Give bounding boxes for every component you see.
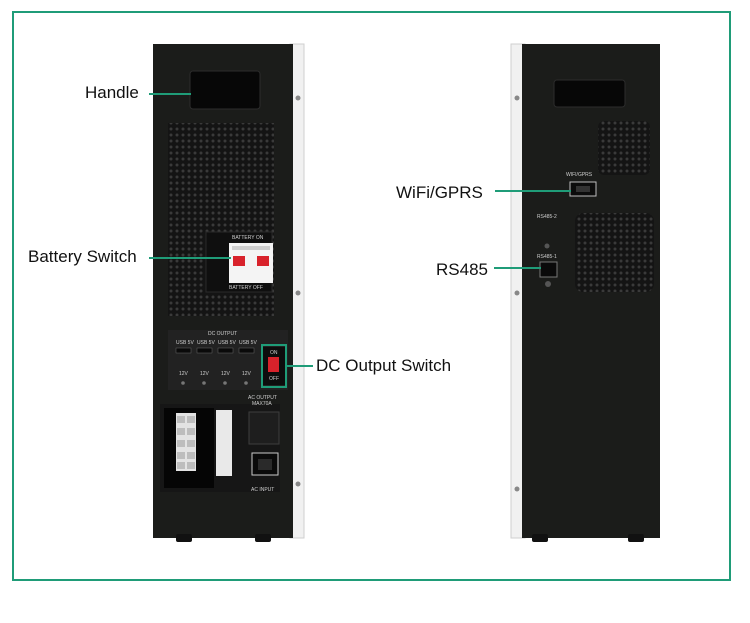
rs485-1-text: RS485-1 — [537, 254, 557, 260]
rear-upper-vent — [598, 121, 650, 175]
ac-output-max-text: MAX70A — [252, 401, 272, 407]
rs485-1-port — [539, 261, 558, 278]
v12-label-4: 12V — [242, 371, 251, 377]
on-text: ON — [270, 350, 278, 356]
off-text: OFF — [269, 376, 279, 382]
battery-switch-label: Battery Switch — [28, 247, 137, 266]
rs485-label: RS485 — [436, 260, 488, 279]
dc-output-switch-leader — [286, 365, 313, 367]
dc-output-switch — [261, 344, 287, 388]
rs485-2-text: RS485-2 — [537, 214, 557, 220]
handle-cutout — [189, 70, 261, 110]
wifi-gprs-leader — [495, 190, 571, 192]
wifi-gprs-port-text: WIFI/GPRS — [566, 172, 593, 178]
rear-unit — [510, 43, 660, 542]
usb-label-3: USB 5V — [218, 340, 236, 346]
battery-switch-leader — [149, 257, 231, 259]
wifi-gprs-label: WiFi/GPRS — [396, 183, 483, 202]
v12-label-3: 12V — [221, 371, 230, 377]
image-frame — [12, 11, 731, 581]
handle-leader — [149, 93, 191, 95]
dc-output-switch-label: DC Output Switch — [316, 356, 452, 375]
rear-handle-cutout — [553, 79, 626, 108]
v12-label-2: 12V — [200, 371, 209, 377]
ac-terminal-block — [160, 404, 280, 492]
rs485-leader — [494, 267, 541, 269]
ac-input-text: AC INPUT — [251, 487, 275, 493]
handle-label: Handle — [85, 83, 139, 102]
v12-label-1: 12V — [179, 371, 188, 377]
battery-on-text: BATTERY ON — [232, 235, 264, 241]
usb-label-4: USB 5V — [239, 340, 257, 346]
usb-label-2: USB 5V — [197, 340, 215, 346]
battery-off-text: BATTERY OFF — [229, 285, 263, 291]
ac-output-text: AC OUTPUT — [248, 395, 277, 401]
rear-fan-vent — [575, 213, 654, 292]
usb-label-1: USB 5V — [176, 340, 194, 346]
dc-output-text: DC OUTPUT — [208, 331, 238, 337]
